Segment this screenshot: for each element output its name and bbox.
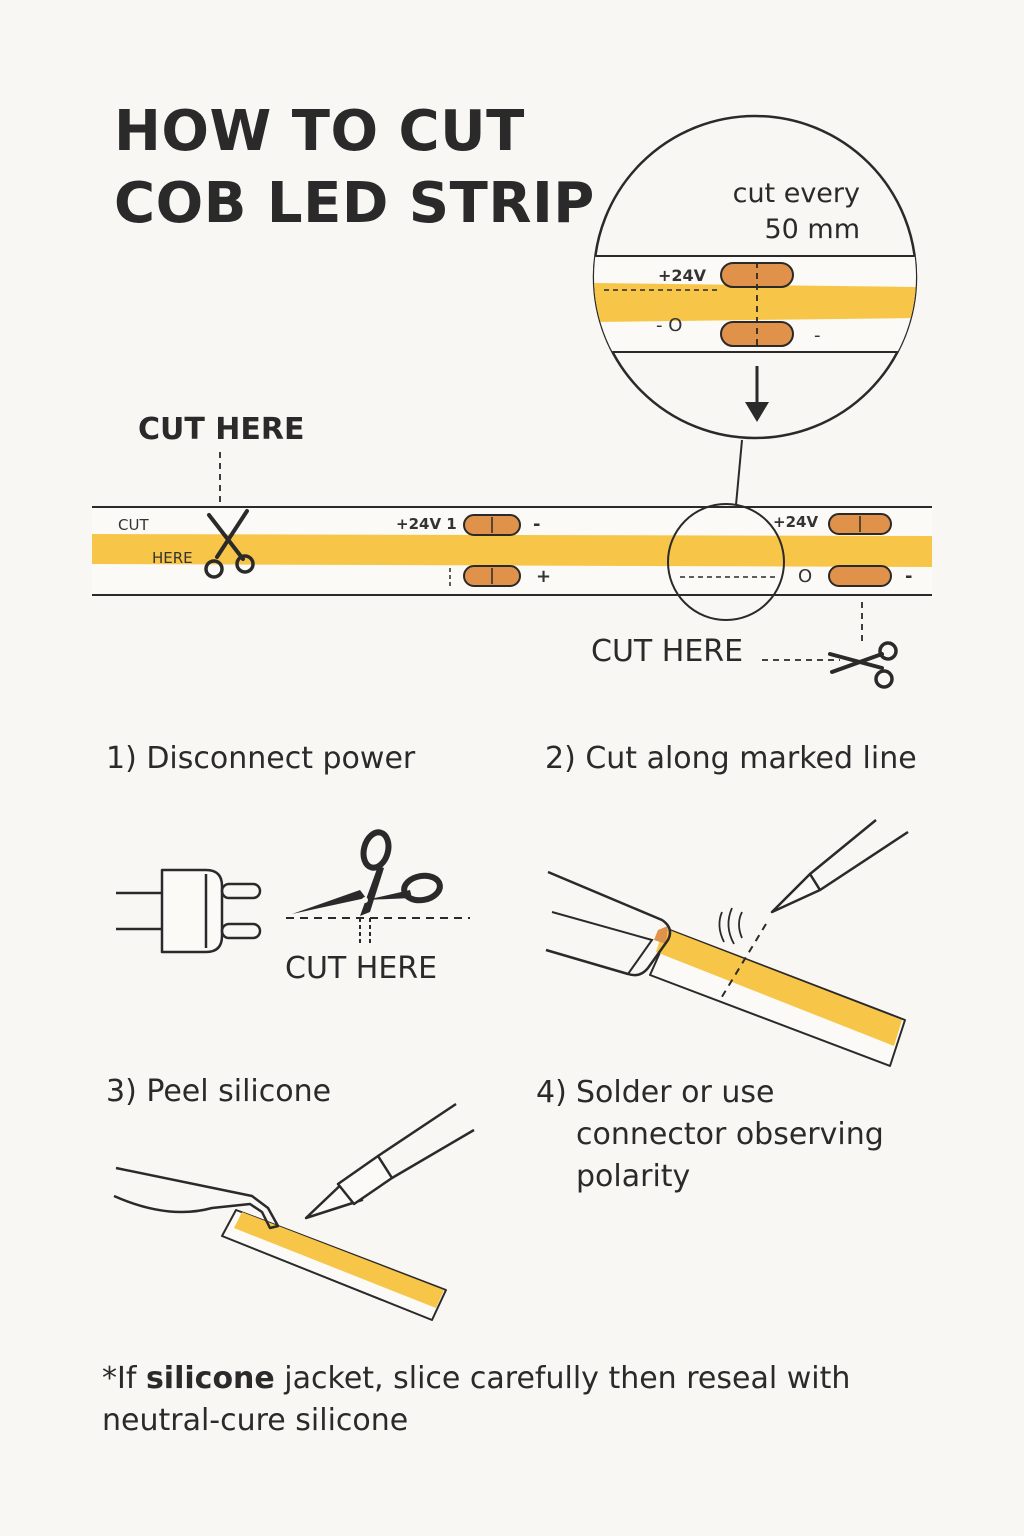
scissors-icon (204, 509, 255, 579)
strip-pad2-bottom-o: O (798, 566, 813, 587)
page-title: HOW TO CUT COB LED STRIP (114, 96, 595, 240)
strip-pad1-top-label: +24V 1 (396, 515, 457, 533)
cut-interval-line-1: cut every (732, 178, 860, 209)
step-2-label: 2) Cut along marked line (545, 741, 917, 776)
footnote-emphasis: silicone (145, 1361, 275, 1396)
cut-interval-note: cut every 50 mm (700, 176, 860, 248)
step-4-label: Solder or use connector observing polari… (576, 1075, 884, 1194)
zoom-detail (592, 114, 918, 506)
plug-icon (116, 868, 262, 954)
cut-here-label-step1: CUT HERE (285, 951, 438, 986)
strip-pad2-bottom-sign: - (905, 566, 913, 587)
peeling-strip-illustration (113, 1102, 475, 1321)
footnote-rest: jacket, slice carefully then reseal with… (102, 1361, 851, 1438)
led-strip (92, 452, 932, 621)
strip-pad1-bottom-sign: + (536, 566, 552, 587)
copper-pad (828, 565, 892, 587)
footnote: *If silicone jacket, slice carefully the… (102, 1358, 922, 1442)
highlight-circle (667, 503, 785, 621)
scissors-icon (286, 829, 470, 944)
zoom-pad-bottom-label: - O (656, 315, 683, 336)
step-3-label: 3) Peel silicone (106, 1074, 332, 1109)
led-band (92, 534, 932, 567)
step-4-number: 4) (536, 1075, 567, 1110)
footnote-prefix: *If (102, 1361, 146, 1396)
zoom-pad-bottom-sign: - (814, 325, 821, 346)
cut-here-right-pointer (762, 602, 863, 661)
cut-here-label-top: CUT HERE (138, 412, 305, 447)
title-line-1: HOW TO CUT (114, 99, 525, 164)
cut-interval-line-2: 50 mm (764, 214, 860, 245)
zoom-pad-top-label: +24V (658, 266, 707, 285)
strip-here-label: HERE (152, 549, 193, 567)
cutting-strip-illustration (545, 819, 909, 1067)
strip-pad2-top-label: +24V (773, 513, 819, 531)
zoom-led-band (594, 283, 916, 322)
step-1-label: 1) Disconnect power (106, 741, 416, 776)
title-line-2: COB LED STRIP (114, 171, 595, 236)
scissors-icon (828, 641, 898, 689)
strip-cut-label: CUT (118, 516, 149, 534)
cut-here-label-right: CUT HERE (591, 634, 744, 669)
strip-pad1-top-sign: - (533, 514, 541, 535)
